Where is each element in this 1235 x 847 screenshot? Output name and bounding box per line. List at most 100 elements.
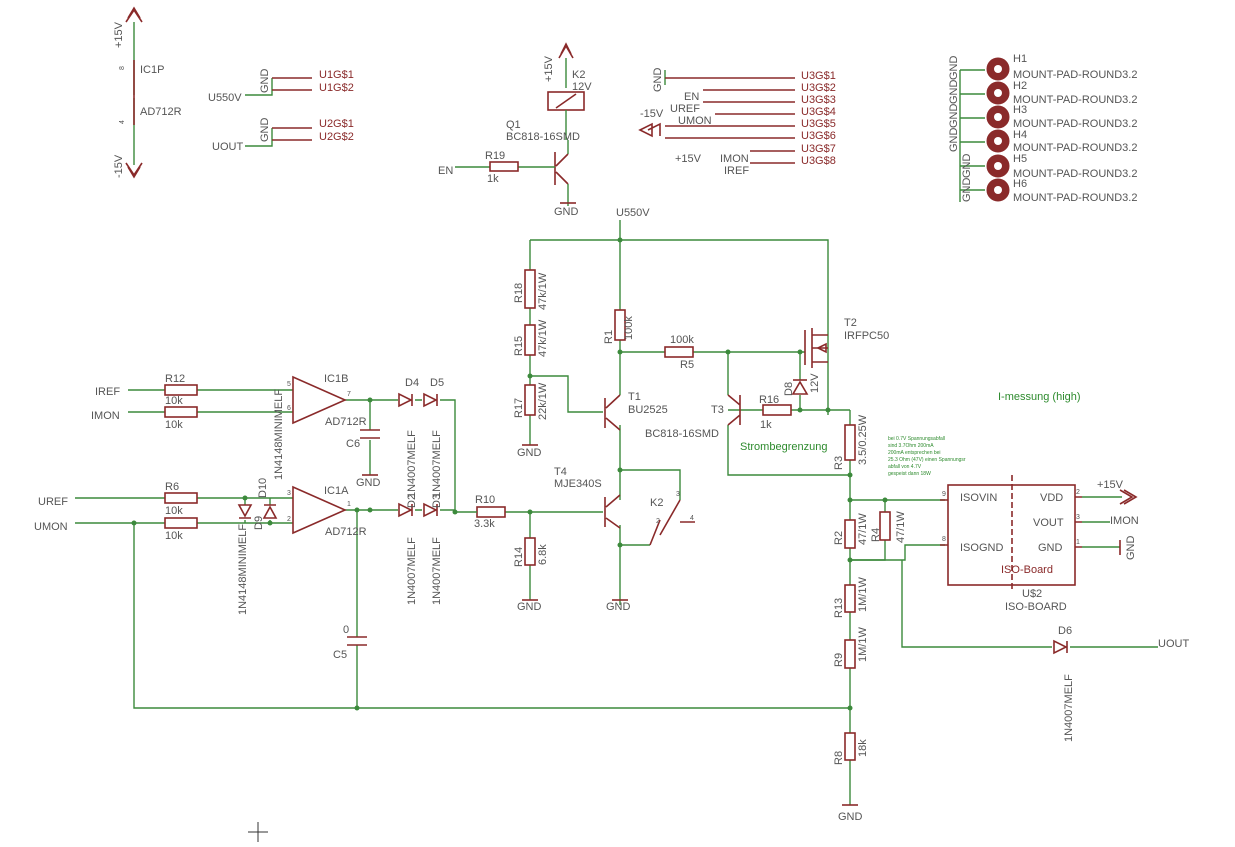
u3-pin7: U3G$7: [801, 143, 836, 155]
t4-value: MJE340S: [554, 478, 602, 490]
q1-transistor: Q1 BC818-16SMD GND: [506, 119, 580, 218]
ic1p-name: IC1P: [140, 64, 164, 76]
ic1p-p15-label: +15V: [113, 21, 125, 48]
u3-pin6: U3G$6: [801, 130, 836, 142]
note-line-5: abfall von 4.7V: [888, 464, 922, 470]
r9-name: R9: [833, 653, 845, 667]
r4-resistor: R4 47/1W: [870, 511, 907, 543]
d3-value: 1N4007MELF: [431, 537, 443, 605]
t2-value: IRFPC50: [844, 330, 889, 342]
h2-gnd: GND: [948, 80, 960, 105]
iso-value: ISO-BOARD: [1005, 601, 1067, 613]
iso-out-labels: +15V IMON GND: [1097, 479, 1139, 560]
note-line-1: bei 0.7V Spannungsabfall: [888, 436, 945, 442]
r5-value: 100k: [670, 334, 694, 346]
d3-name: D3: [431, 494, 443, 508]
h4-gnd: GND: [948, 128, 960, 153]
iso-out-imon: IMON: [1110, 515, 1139, 527]
iso-pin8: 8: [942, 536, 946, 543]
u3-net-m15: -15V: [640, 108, 664, 120]
r15-resistor: R15 47k/1W: [513, 319, 549, 357]
h2-value: MOUNT-PAD-ROUND3.2: [1013, 94, 1137, 106]
h4-value: MOUNT-PAD-ROUND3.2: [1013, 142, 1137, 154]
r3-name: R3: [833, 456, 845, 470]
r11-value: 10k: [165, 419, 183, 431]
k2-name: K2: [572, 69, 585, 81]
main-wires: [505, 220, 1158, 805]
u3-net-p15: +15V: [675, 153, 702, 165]
r13-resistor: R13 1M/1W: [833, 577, 869, 618]
iso-vout: VOUT: [1033, 517, 1064, 529]
ic1p-pin4-label: 4: [119, 120, 126, 124]
d8-zener: D8 12V: [783, 373, 821, 396]
u3-net-uref: UREF: [670, 103, 700, 115]
u2-connector: GND UOUT U2G$1 U2G$2: [212, 118, 354, 154]
k2s-pin2: 2: [656, 518, 660, 525]
u1-connector: GND U550V U1G$1 U1G$2: [208, 69, 354, 105]
t3-name: T3: [711, 404, 724, 416]
u3-pin5: U3G$5: [801, 118, 836, 130]
iso-pin2: 2: [1076, 489, 1080, 496]
d10-name: D10: [257, 478, 269, 498]
c5-name: C5: [333, 649, 347, 661]
r15-name: R15: [513, 336, 525, 356]
r2-value: 47/1W: [857, 513, 869, 545]
d9-name: D9: [253, 516, 265, 530]
ic1p-m15-label: -15V: [113, 154, 125, 178]
r2-name: R2: [833, 531, 845, 545]
r19-name: R19: [485, 150, 505, 162]
r14-gnd-label: GND: [517, 601, 542, 613]
iso-isognd: ISOGND: [960, 542, 1003, 554]
u2-pin2-label: U2G$2: [319, 131, 354, 143]
h5-name: H5: [1013, 153, 1027, 165]
note-text: bei 0.7V Spannungsabfall sind 3.7Ohm 200…: [888, 436, 966, 477]
r7-value: 10k: [165, 530, 183, 542]
d4-name: D4: [405, 377, 419, 389]
iso-pin3: 3: [1076, 514, 1080, 521]
h3-name: H3: [1013, 104, 1027, 116]
iso-title: ISO-Board: [1001, 564, 1053, 576]
ic1p-value: AD712R: [140, 106, 182, 118]
u1-pin1-label: U1G$1: [319, 69, 354, 81]
t4-name: T4: [554, 466, 567, 478]
ic1b-opamp: 5 6 7 IC1B AD712R: [287, 373, 367, 428]
r18-name: R18: [513, 283, 525, 303]
u3-net-umon: UMON: [678, 115, 712, 127]
crosshair-icon: [248, 822, 268, 842]
k2-vcc-label: +15V: [543, 55, 555, 82]
r8-name: R8: [833, 751, 845, 765]
h2-name: H2: [1013, 80, 1027, 92]
k2-value: 12V: [572, 81, 592, 93]
d9-d10-diodes: D9 1N4148MINIMELF D10 1N4148MINIMELF: [237, 389, 285, 615]
k2s-pin4: 4: [690, 515, 694, 522]
r14-name: R14: [513, 547, 525, 567]
c5-value: 0: [343, 624, 349, 636]
d6-value: 1N4007MELF: [1063, 674, 1075, 742]
u3-net-en: EN: [684, 91, 699, 103]
q1-value: BC818-16SMD: [506, 131, 580, 143]
h6-name: H6: [1013, 178, 1027, 190]
h1-name: H1: [1013, 53, 1027, 65]
r5-name: R5: [680, 359, 694, 371]
r8-gnd-label: GND: [838, 811, 863, 823]
h1-value: MOUNT-PAD-ROUND3.2: [1013, 69, 1137, 81]
r13-value: 1M/1W: [857, 577, 869, 612]
input-resistors: R12 10k 10k R6 10k 10k IREF IMON UREF UM…: [34, 373, 198, 542]
d8-value: 12V: [809, 373, 821, 393]
ic1p-pin8-label: 8: [119, 66, 126, 70]
iso-isovin: ISOVIN: [960, 492, 997, 504]
r19-resistor: EN R19 1k: [438, 150, 555, 185]
k2-switch: K2 3 2 4: [649, 491, 695, 546]
note-line-2: sind 3.7Ohm 200mA: [888, 443, 934, 449]
u3-net-gnd: GND: [652, 68, 664, 93]
ic1a-pin1: 1: [347, 501, 351, 508]
r3-resistor: R3 3.5/0.25W: [833, 414, 869, 470]
iso-vdd: VDD: [1040, 492, 1063, 504]
q1-name: Q1: [506, 119, 521, 131]
h6-value: MOUNT-PAD-ROUND3.2: [1013, 192, 1137, 204]
ic1b-pin5: 5: [287, 381, 291, 388]
d6-name: D6: [1058, 625, 1072, 637]
r8-resistor: R8 18k GND: [833, 732, 869, 823]
u3-net-iref: IREF: [724, 165, 749, 177]
